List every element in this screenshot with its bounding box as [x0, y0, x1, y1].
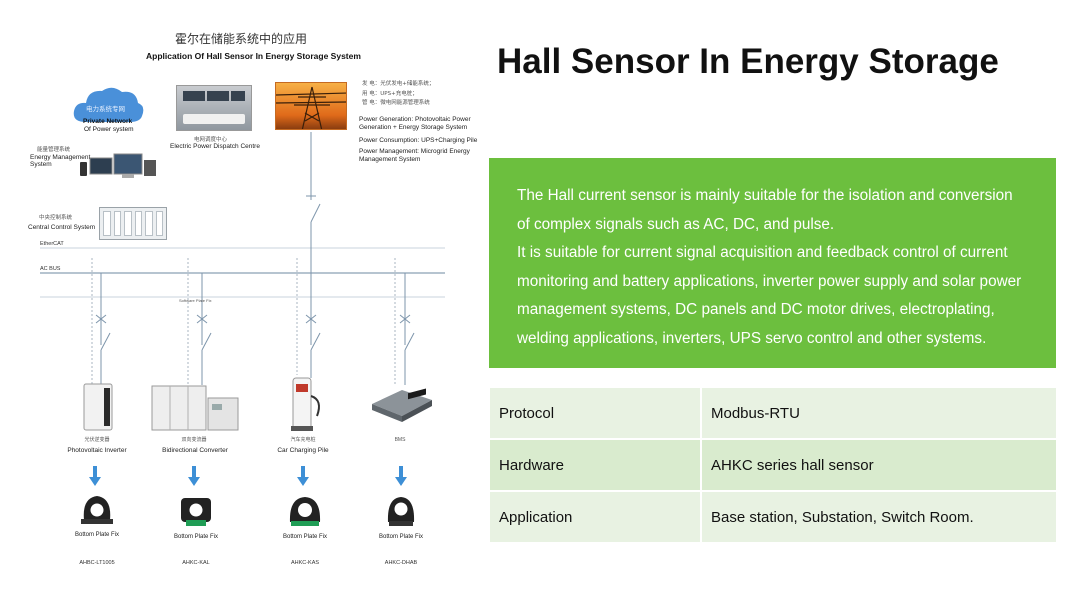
car-charging-pile-image [291, 377, 320, 431]
device-1-model: AHBC-LT1005 [79, 560, 115, 566]
diagram-title: Application Of Hall Sensor In Energy Sto… [146, 51, 361, 61]
cloud-icon [73, 87, 144, 122]
software-plate-label: Software Plate Fix [179, 298, 212, 303]
table-row: Application Base station, Substation, Sw… [490, 492, 1056, 544]
description-line: of complex signals such as AC, DC, and p… [517, 215, 835, 233]
power-tower-image [275, 82, 347, 130]
legend-management-line2: Management System [359, 156, 421, 163]
description-line: welding applications, inverters, UPS ser… [517, 329, 987, 347]
diagram-wiring [40, 132, 445, 385]
device-3-label: Car Charging Pile [277, 447, 329, 454]
ems-label-line1: Energy Management [30, 154, 91, 161]
device-2-label-cn: 双向变流器 [181, 437, 207, 443]
arrow-down-icon [297, 466, 309, 486]
device-4-mount: Bottom Plate Fix [378, 534, 423, 540]
device-2-model: AHKC-KAL [182, 560, 210, 566]
device-1-label-cn: 光伏逆变器 [84, 437, 110, 443]
ems-label-cn: 能量管理系统 [37, 147, 71, 153]
dispatch-label-cn: 电网调度中心 [194, 137, 228, 143]
page-title: Hall Sensor In Energy Storage [497, 42, 999, 81]
description-panel: The Hall current sensor is mainly suitab… [489, 158, 1056, 368]
legend-cn-2: 用 电：UPS+充电桩； [362, 91, 418, 97]
hall-sensor-image [387, 497, 415, 526]
ccs-label-cn: 中央控制系统 [39, 215, 73, 221]
device-2-label: Bidirectional Converter [162, 447, 228, 454]
device-3-label-cn: 汽车充电桩 [290, 437, 316, 443]
arrow-down-icon [188, 466, 200, 486]
ems-devices-icon [80, 153, 156, 178]
description-line: management systems, DC panels and DC mot… [517, 301, 995, 319]
spec-value-application: Base station, Substation, Switch Room. [702, 492, 1056, 544]
table-row: Protocol Modbus-RTU [490, 388, 1056, 440]
description-line: monitoring and battery applications, inv… [517, 272, 1022, 290]
energy-storage-diagram: 霍尔在储能系统中的应用 Application Of Hall Sensor I… [0, 0, 480, 608]
power-tower-icon [276, 86, 346, 129]
ethercat-label: EtherCAT [40, 241, 64, 247]
legend-cn-1: 发 电：光伏发电+储能系统； [362, 81, 435, 87]
photovoltaic-inverter-image [83, 383, 113, 431]
table-row: Hardware AHKC series hall sensor [490, 440, 1056, 492]
spec-label-protocol: Protocol [490, 388, 702, 440]
ac-bus-label: AC BUS [40, 266, 61, 272]
control-cabinet-image [99, 207, 167, 240]
legend-consumption: Power Consumption: UPS+Charging Pile [359, 137, 478, 144]
spec-table: Protocol Modbus-RTU Hardware AHKC series… [490, 388, 1056, 544]
bms-image [372, 388, 432, 422]
spec-value-protocol: Modbus-RTU [702, 388, 1056, 440]
legend-generation-line1: Power Generation: Photovoltaic Power [359, 116, 471, 123]
hall-sensor-image [181, 498, 211, 526]
spec-value-hardware: AHKC series hall sensor [702, 440, 1056, 492]
hall-sensor-image [289, 497, 321, 526]
device-4-label: BMS [394, 437, 406, 443]
description-line: The Hall current sensor is mainly suitab… [517, 187, 1013, 204]
spec-label-application: Application [490, 492, 702, 544]
dispatch-label: Electric Power Dispatch Centre [170, 143, 260, 150]
bidirectional-converter-image [151, 385, 239, 431]
device-2-mount: Bottom Plate Fix [173, 534, 218, 540]
dispatch-centre-image [176, 85, 252, 131]
cloud-label-line2: Of Power system [84, 126, 134, 133]
arrow-down-icon [89, 466, 101, 486]
device-1-mount: Bottom Plate Fix [74, 532, 119, 538]
spec-label-hardware: Hardware [490, 440, 702, 492]
device-3-model: AHKC-KAS [290, 560, 320, 566]
device-4-model: AHKC-DHAB [384, 560, 418, 566]
description-line: It is suitable for current signal acquis… [517, 244, 1008, 262]
cloud-label-line1: Private Network [83, 118, 133, 125]
cloud-label-cn: 电力系统专网 [86, 105, 125, 113]
hall-sensor-image [81, 496, 113, 524]
legend-cn-3: 管 电：微电网能源管理系统 [362, 100, 430, 106]
legend-generation-line2: Generation + Energy Storage System [359, 124, 468, 131]
tower-switch [310, 203, 321, 223]
device-1-label: Photovoltaic Inverter [67, 447, 127, 454]
device-3-mount: Bottom Plate Fix [282, 534, 327, 540]
ems-label-line2: System [30, 161, 52, 168]
ccs-label: Central Control System [28, 224, 96, 231]
legend-management-line1: Power Management: Microgrid Energy [359, 148, 470, 155]
diagram-title-cn: 霍尔在储能系统中的应用 [175, 32, 308, 46]
arrow-down-icon [395, 466, 407, 486]
